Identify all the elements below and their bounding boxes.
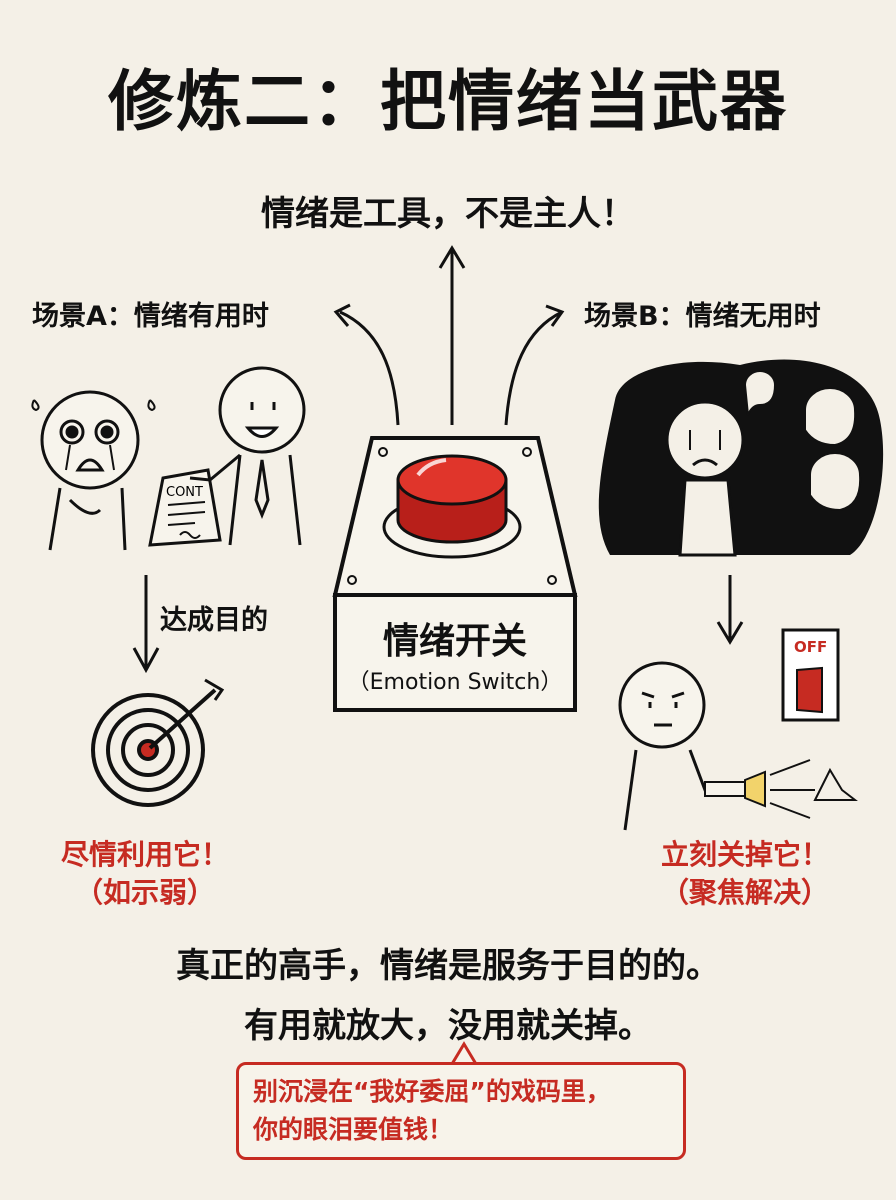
achieve-goal-label: 达成目的: [160, 605, 268, 636]
scenario-b-result-line1: 立刻关掉它！: [660, 838, 829, 871]
flashlight-icon: [704, 759, 858, 819]
sad-person: [665, 400, 745, 557]
contract-text: CONT: [166, 485, 203, 500]
red-button: [396, 454, 508, 544]
smiling-person: [189, 366, 306, 546]
off-switch-icon: [781, 628, 840, 722]
crying-person: [31, 390, 156, 551]
scenario-a-result-line2: （如示弱）: [74, 876, 215, 909]
determined-person: [618, 661, 720, 831]
scenario-a-result-line1: 尽情利用它！: [60, 838, 229, 871]
scenario-b-result: 立刻关掉它！ （聚焦解决）: [620, 836, 870, 912]
down-arrow-left: [132, 575, 160, 674]
down-arrow-right: [716, 575, 744, 645]
callout-line1: 别沉浸在“我好委屈”的戏码里，: [253, 1077, 611, 1106]
scenario-b-result-line2: （聚焦解决）: [660, 876, 829, 909]
target-icon: [91, 678, 225, 807]
contract-document: [148, 468, 222, 547]
scenario-b-label: 场景B：情绪无用时: [584, 301, 821, 332]
emotion-switch-box: [332, 436, 578, 712]
scenario-a-label: 场景A：情绪有用时: [32, 301, 269, 332]
switch-label: 情绪开关: [382, 621, 527, 662]
left-arrow: [333, 303, 400, 426]
right-arrow: [504, 304, 565, 426]
callout-pointer: [450, 1041, 478, 1065]
off-label: OFF: [794, 638, 827, 656]
scenario-a-result: 尽情利用它！ （如示弱）: [20, 836, 270, 912]
summary-line1: 真正的高手，情绪是服务于目的的。: [176, 946, 720, 986]
callout-bubble: 别沉浸在“我好委屈”的戏码里， 你的眼泪要值钱！: [236, 1062, 686, 1160]
up-arrow: [438, 245, 466, 425]
summary-line2: 有用就放大，没用就关掉。: [244, 1006, 652, 1046]
callout-line2: 你的眼泪要值钱！: [253, 1115, 454, 1144]
page-title: 修炼二：把情绪当武器: [108, 63, 788, 140]
ghost-monsters: [743, 370, 862, 512]
subtitle: 情绪是工具，不是主人！: [261, 194, 635, 234]
switch-label-en: （Emotion Switch）: [347, 670, 563, 695]
